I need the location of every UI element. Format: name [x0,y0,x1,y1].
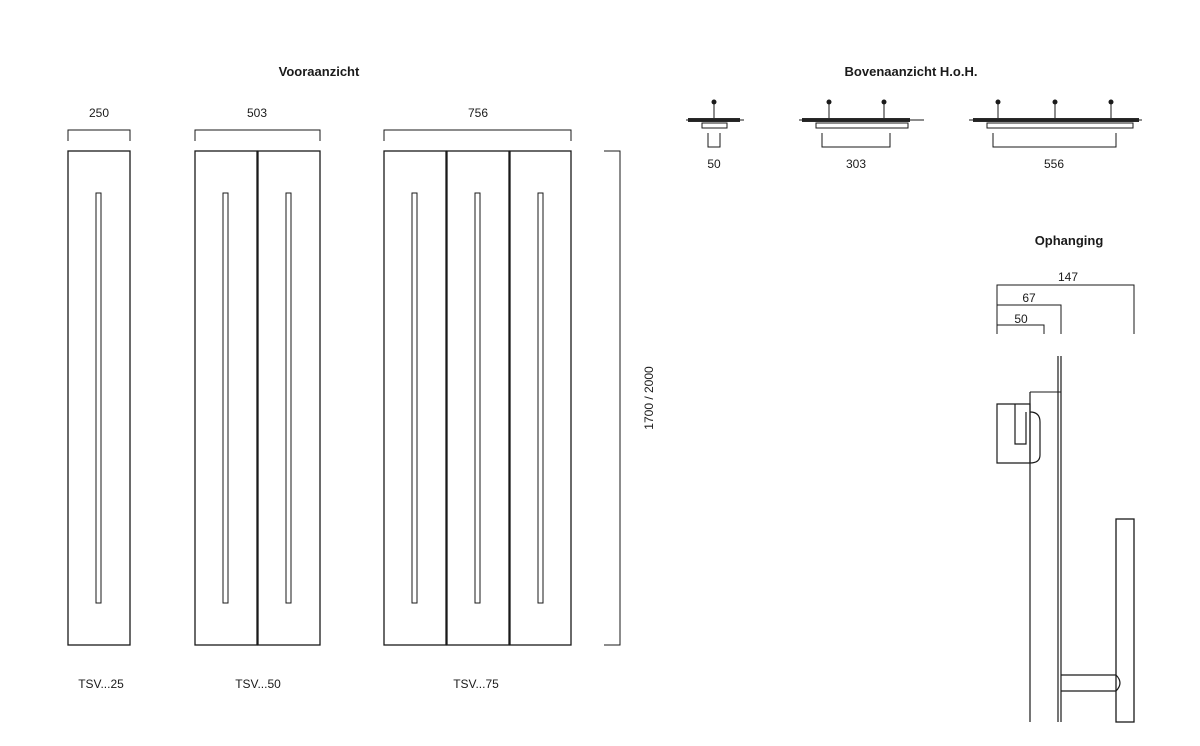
width-bracket-250 [67,129,131,141]
mount-title: Ophanging [1035,233,1104,248]
width-label-503: 503 [247,106,267,120]
spacing-label-556: 556 [1044,157,1064,171]
mount-dim-50: 50 [1014,312,1028,326]
mount-detail [996,356,1135,723]
model-label-tsv75: TSV...75 [453,677,499,691]
radiator-tsv50 [194,150,321,646]
top-view-title: Bovenaanzicht H.o.H. [845,64,978,79]
spacing-label-50: 50 [707,157,721,171]
height-label: 1700 / 2000 [642,366,656,430]
top-view-triple [969,99,1142,148]
top-view-single [686,99,744,148]
mount-dim-147: 147 [1058,270,1078,284]
model-label-tsv25: TSV...25 [78,677,124,691]
width-bracket-756 [383,129,572,141]
mount-dimension-lines [996,284,1135,334]
width-label-756: 756 [468,106,488,120]
width-label-250: 250 [89,106,109,120]
top-view-double [799,99,924,148]
width-bracket-503 [194,129,321,141]
height-bracket [604,150,621,646]
front-view-title: Vooraanzicht [279,64,360,79]
radiator-tsv75 [383,150,572,646]
mount-dim-67: 67 [1022,291,1036,305]
spacing-label-303: 303 [846,157,866,171]
model-label-tsv50: TSV...50 [235,677,281,691]
radiator-tsv25 [67,150,131,646]
